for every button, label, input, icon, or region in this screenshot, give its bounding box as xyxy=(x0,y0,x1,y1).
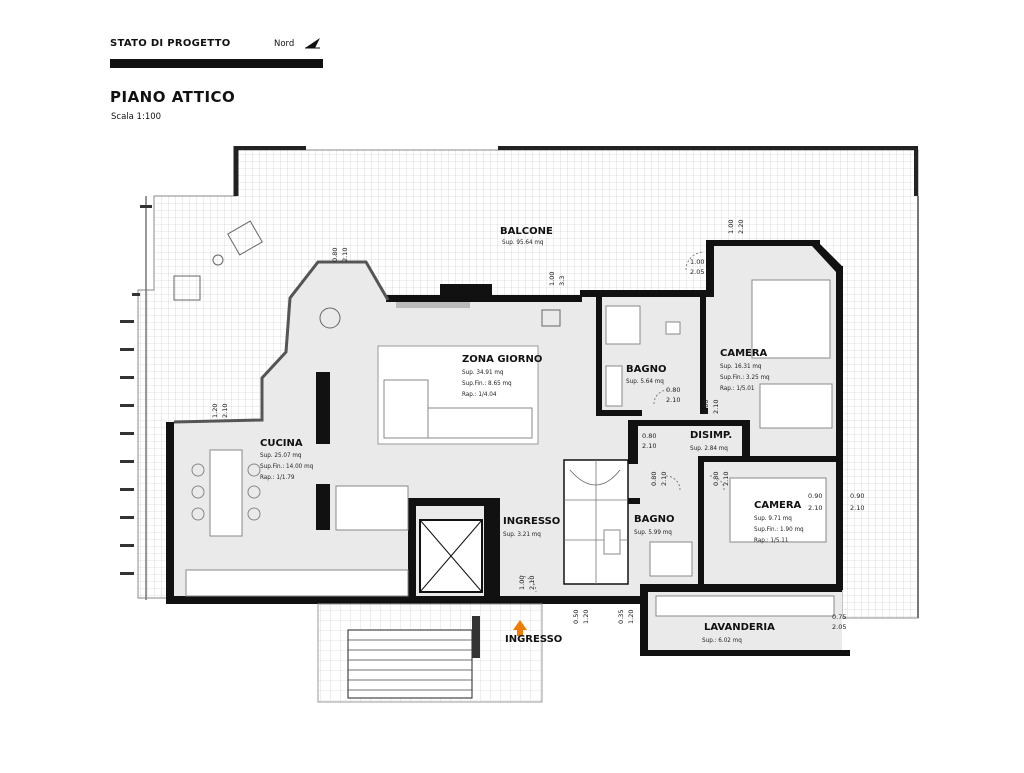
dim-d12-h: 2.10 xyxy=(850,504,864,512)
kitchen-furniture xyxy=(185,449,409,597)
room-name-disimp: DISIMP. xyxy=(690,430,732,441)
entry-arrow-icon xyxy=(513,620,527,636)
room-name-camera-1: CAMERA xyxy=(720,348,768,359)
room-area-cucina: Sup. 25.07 mq xyxy=(260,452,302,459)
dim-d4-w: 1.00 xyxy=(690,258,704,266)
dim-d2-w: 1.00 xyxy=(548,272,556,286)
dim-d7-w: 0.80 xyxy=(702,400,710,414)
room-area-ingresso: Sup. 3.21 mq xyxy=(503,531,541,538)
dim-d14-w: 0.50 xyxy=(572,610,580,624)
interior-walls xyxy=(316,296,836,598)
room-window-zona-giorno: Sup.Fin.: 8.65 mq xyxy=(462,380,512,387)
dim-d3-w: 1.00 xyxy=(727,220,735,234)
room-name-ingresso-main: INGRESSO xyxy=(505,634,562,645)
header-rule xyxy=(110,59,323,68)
terrace-furniture xyxy=(173,220,561,329)
room-name-bagno-2: BAGNO xyxy=(634,514,674,525)
room-window-cucina: Sup.Fin.: 14.00 mq xyxy=(260,463,314,470)
room-furniture xyxy=(603,279,835,617)
internal-stair xyxy=(563,459,629,585)
room-area-camera-2: Sup. 9.71 mq xyxy=(754,515,792,522)
dim-d12-w: 0.90 xyxy=(850,492,864,500)
lift-shaft xyxy=(419,519,483,593)
dim-d5-h: 2.10 xyxy=(221,404,229,418)
room-area-disimp: Sup. 2.84 mq xyxy=(690,445,728,452)
dim-d9-h: 2.10 xyxy=(660,472,668,486)
room-name-camera-2: CAMERA xyxy=(754,500,802,511)
dim-d16-h: 2.05 xyxy=(832,623,846,631)
north-arrow-icon xyxy=(305,38,320,49)
dim-d2-h: 3.3 xyxy=(558,276,566,286)
plan-scale: Scala 1:100 xyxy=(111,112,162,122)
room-name-ingresso: INGRESSO xyxy=(503,516,560,527)
room-ratio-cucina: Rap.: 1/1.79 xyxy=(260,474,295,481)
dim-d11-h: 2.10 xyxy=(808,504,822,512)
living-sofa xyxy=(377,345,539,445)
door-swings xyxy=(519,251,725,593)
dim-d13-w: 1.00 xyxy=(518,576,526,590)
header-title: STATO DI PROGETTO xyxy=(110,38,231,49)
room-area-balcone: Sup. 95.64 mq xyxy=(502,239,544,246)
room-area-zona-giorno: Sup. 34.91 mq xyxy=(462,369,504,376)
dim-d14-h: 1.20 xyxy=(582,610,590,624)
room-area-camera-1: Sup. 16.31 mq xyxy=(720,363,762,370)
room-area-bagno-1: Sup. 5.64 mq xyxy=(626,378,664,385)
room-name-lavanderia: LAVANDERIA xyxy=(704,622,775,633)
dim-d16-w: 0.75 xyxy=(832,613,846,621)
dim-d8-h: 2.10 xyxy=(642,442,656,450)
dim-d5-w: 1.20 xyxy=(211,404,219,418)
dimension-labels: 0.80 2.10 1.00 3.3 1.00 2.20 1.00 2.05 1… xyxy=(211,220,864,631)
dim-d9-w: 0.80 xyxy=(650,472,658,486)
room-area-lavanderia: Sup.: 6.02 mq xyxy=(702,637,742,644)
room-name-zona-giorno: ZONA GIORNO xyxy=(462,354,542,365)
dim-d15-h: 1.20 xyxy=(627,610,635,624)
dim-d6-h: 2.10 xyxy=(666,396,680,404)
entry-landing xyxy=(317,603,543,703)
room-name-bagno-1: BAGNO xyxy=(626,364,666,375)
dim-d13-h: 2.10 xyxy=(528,576,536,590)
room-name-cucina: CUCINA xyxy=(260,438,303,449)
plan-title: PIANO ATTICO xyxy=(110,88,236,106)
room-name-balcone: BALCONE xyxy=(500,226,553,237)
dim-d1-h: 2.10 xyxy=(341,248,349,262)
dim-d4-h: 2.05 xyxy=(690,268,704,276)
room-ratio-zona-giorno: Rap.: 1/4.04 xyxy=(462,391,497,398)
dim-d8-w: 0.80 xyxy=(642,432,656,440)
dim-d10-h: 2.10 xyxy=(722,472,730,486)
room-ratio-camera-2: Rap.: 1/5.11 xyxy=(754,537,789,544)
room-area-bagno-2: Sup. 5.99 mq xyxy=(634,529,672,536)
balustrade-posts xyxy=(120,205,152,575)
dim-d11-w: 0.90 xyxy=(808,492,822,500)
dim-d10-w: 0.80 xyxy=(712,472,720,486)
dim-d1-w: 0.80 xyxy=(331,248,339,262)
dim-d15-w: 0.35 xyxy=(617,610,625,624)
fireplace xyxy=(440,284,492,302)
dim-d6-w: 0.80 xyxy=(666,386,680,394)
north-label: Nord xyxy=(274,39,295,49)
room-window-camera-1: Sup.Fin.: 3.25 mq xyxy=(720,374,770,381)
room-window-camera-2: Sup.Fin.: 1.90 mq xyxy=(754,526,804,533)
dim-d7-h: 2.10 xyxy=(712,400,720,414)
room-ratio-camera-1: Rap.: 1/5.01 xyxy=(720,385,755,392)
dim-d3-h: 2.20 xyxy=(737,220,745,234)
